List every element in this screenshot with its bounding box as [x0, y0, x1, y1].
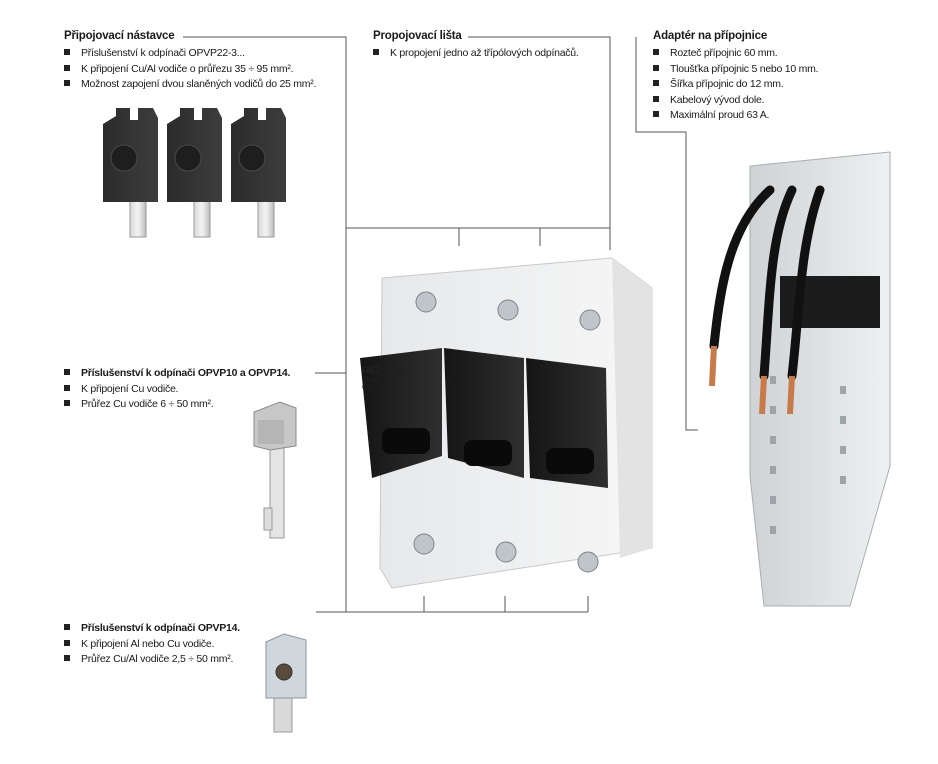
list-item: Průřez Cu vodiče 6 ÷ 50 mm².	[64, 397, 290, 413]
bullet-icon	[653, 111, 659, 117]
model-label: OPVP14-3	[362, 378, 391, 384]
series-label: Varius	[386, 366, 411, 375]
al-cu-connector-image	[265, 633, 307, 733]
left-leader-line	[183, 36, 347, 613]
bullet-icon	[64, 400, 70, 406]
fuse-disconnector-image: OEZ Varius OPVP14-3 63A	[360, 257, 653, 589]
terminal-attachments-image	[103, 108, 286, 238]
terminal-attachment-2	[167, 108, 222, 238]
terminal-attachment-3	[231, 108, 286, 238]
opvp14-section: Příslušenství k odpínači OPVP14. K připo…	[64, 621, 240, 668]
bullet-icon	[64, 49, 70, 55]
bullet-icon	[64, 80, 70, 86]
list-item: Maximální proud 63 A.	[653, 108, 818, 124]
list-item: Možnost zapojení dvou slaněných vodičů d…	[64, 77, 316, 93]
pripojovaci-title: Připojovací nástavce	[64, 30, 175, 42]
list-item: Příslušenství k odpínači OPVP10 a OPVP14…	[64, 366, 290, 382]
adapter-title: Adaptér na přípojnice	[653, 30, 768, 42]
list-item: K připojení Cu vodiče.	[64, 382, 290, 398]
propojovaci-section: Propojovací lišta K propojení jedno až t…	[373, 30, 579, 62]
bullet-icon	[64, 624, 70, 630]
list-item: Rozteč přípojnic 60 mm.	[653, 46, 818, 62]
list-item: Průřez Cu/Al vodiče 2,5 ÷ 50 mm².	[64, 652, 240, 668]
list-item: Příslušenství k odpínači OPVP22-3...	[64, 46, 316, 62]
list-item: K připojení Cu/Al vodiče o průřezu 35 ÷ …	[64, 62, 316, 78]
list-item: K připojení Al nebo Cu vodiče.	[64, 637, 240, 653]
bullet-icon	[64, 64, 70, 71]
bullet-icon	[653, 80, 659, 86]
brand-label: OEZ	[362, 365, 381, 375]
cu-connector-image	[253, 401, 297, 539]
list-item: K propojení jedno až třípólových odpínač…	[373, 46, 579, 62]
list-item: Šířka přípojnic do 12 mm.	[653, 77, 818, 93]
list-item: Kabelový vývod dole.	[653, 93, 818, 109]
bullet-icon	[373, 49, 379, 55]
terminal-attachment-1	[103, 108, 158, 238]
pripojovaci-section: Připojovací nástavce Příslušenství k odp…	[64, 30, 316, 93]
list-item: Tloušťka přípojnic 5 nebo 10 mm.	[653, 62, 819, 78]
bullet-icon	[653, 95, 659, 102]
bullet-icon	[64, 639, 70, 646]
busbar-adapter-image	[709, 151, 891, 607]
propojovaci-title: Propojovací lišta	[373, 30, 462, 42]
bullet-icon	[64, 369, 70, 375]
bullet-icon	[64, 384, 70, 391]
adapter-leader-line	[635, 37, 698, 431]
opvp10-section: Příslušenství k odpínači OPVP10 a OPVP14…	[64, 366, 290, 413]
bullet-icon	[653, 49, 659, 55]
current-label: 63A	[362, 385, 373, 391]
list-item: Příslušenství k odpínači OPVP14.	[64, 621, 240, 637]
adapter-section: Adaptér na přípojnice Rozteč přípojnic 6…	[653, 30, 819, 124]
bullet-icon	[64, 655, 70, 661]
bullet-icon	[653, 64, 659, 71]
